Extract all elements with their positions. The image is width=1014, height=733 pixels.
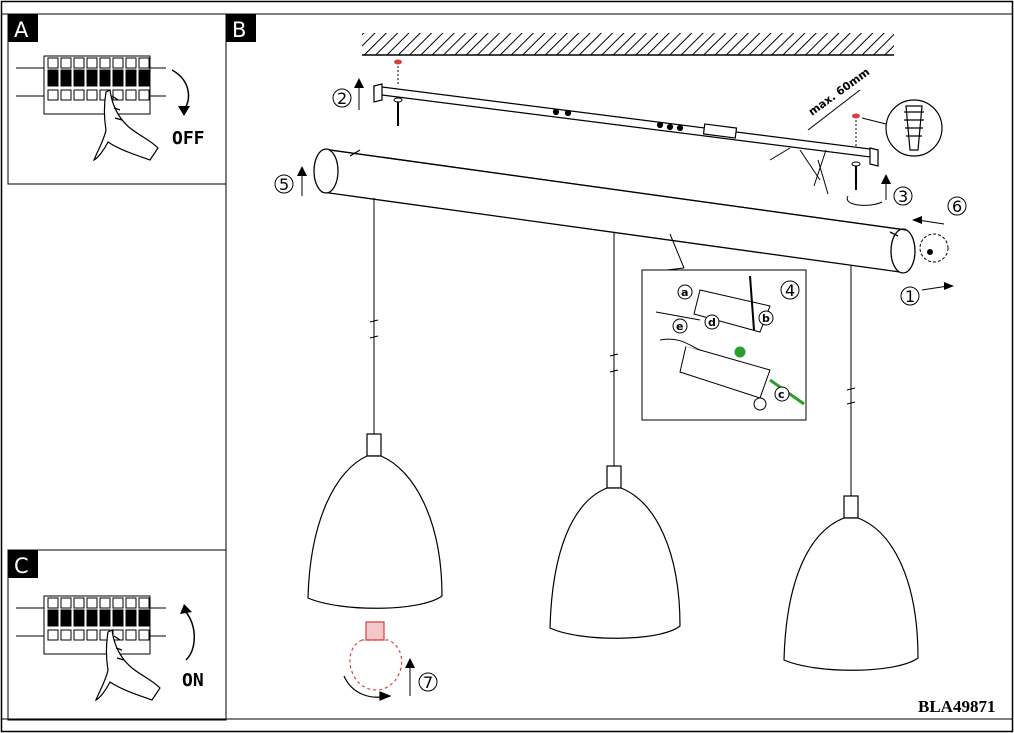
circuit-breaker-icon <box>16 55 166 115</box>
svg-text:1: 1 <box>905 287 915 306</box>
step-2: 2 <box>332 78 364 110</box>
pendant-lamp-1 <box>307 198 443 609</box>
off-label: OFF <box>172 128 205 149</box>
panel-a-letter: A <box>14 18 29 42</box>
svg-text:5: 5 <box>279 175 289 194</box>
step-6: 6 <box>912 196 967 263</box>
panel-c: C ON <box>7 549 227 721</box>
wire-label-b: b <box>762 312 770 325</box>
step-1: 1 <box>900 282 954 306</box>
panel-a-badge <box>8 14 38 42</box>
screw-icon <box>393 59 403 126</box>
switch-off-arrow-icon <box>171 69 190 111</box>
panel-c-letter: C <box>14 554 29 578</box>
panel-c-badge <box>8 550 38 578</box>
step-3: 3 <box>846 174 913 206</box>
mounting-bracket <box>373 83 879 167</box>
dimension-marker <box>769 89 861 195</box>
step-7: 7 <box>405 658 438 696</box>
hand-icon <box>94 629 161 702</box>
on-label: ON <box>182 670 204 691</box>
canopy-tube <box>313 148 916 274</box>
panel-a: A OFF <box>7 13 227 185</box>
step-4: 4 <box>780 280 800 300</box>
pendant-lamp-3 <box>783 266 919 671</box>
wiring-detail: a b c d e <box>641 233 807 421</box>
switch-on-arrow-icon <box>185 611 195 661</box>
reference-code: BLA49871 <box>918 697 995 716</box>
hand-icon <box>92 89 159 162</box>
circuit-breaker-icon <box>16 595 166 655</box>
svg-text:2: 2 <box>337 89 347 108</box>
screw-icon <box>851 113 861 190</box>
pendant-lamp-2 <box>549 232 681 639</box>
panel-b-letter: B <box>232 18 246 42</box>
wall-plug-icon <box>861 99 943 157</box>
wire-label-a: a <box>681 286 688 299</box>
svg-text:4: 4 <box>785 281 795 300</box>
svg-text:3: 3 <box>898 187 908 206</box>
wire-label-d: d <box>708 316 716 329</box>
light-bulb-icon <box>343 621 403 701</box>
panel-b-badge <box>226 14 256 42</box>
wire-label-e: e <box>676 320 683 333</box>
ceiling-hatch <box>362 33 894 55</box>
max-distance-label: max. 60mm <box>806 65 872 118</box>
wire-label-c: c <box>778 388 785 401</box>
svg-text:6: 6 <box>952 197 962 216</box>
step-5: 5 <box>274 166 307 196</box>
svg-text:7: 7 <box>423 673 433 692</box>
